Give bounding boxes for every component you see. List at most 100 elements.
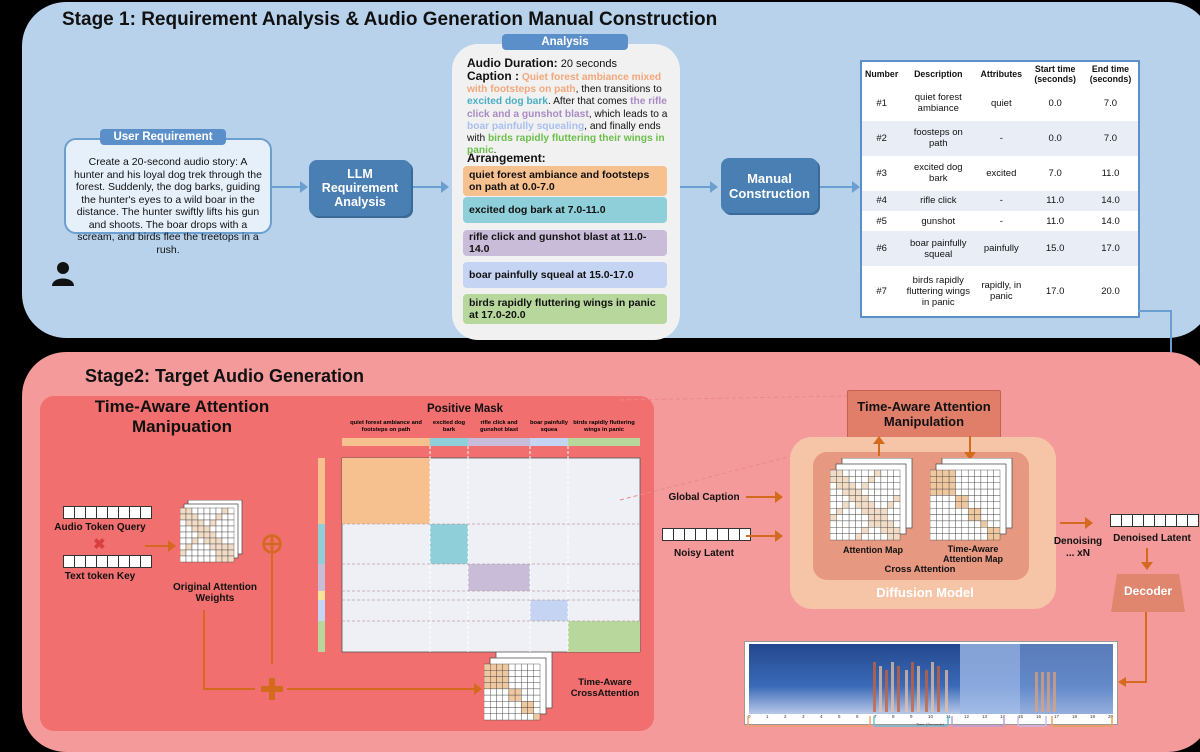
grid-cell — [962, 489, 968, 495]
grid-cell — [881, 521, 887, 527]
grid-cell — [521, 683, 527, 689]
grid-cell — [862, 508, 868, 514]
grid-cell — [521, 695, 527, 701]
grid-cell — [949, 515, 955, 521]
grid-cell — [836, 527, 842, 533]
grid-cell — [936, 521, 942, 527]
grid-cell — [496, 683, 502, 689]
grid-cell — [975, 476, 981, 482]
grid-cell — [484, 714, 490, 720]
grid-cell — [930, 515, 936, 521]
grid-cell — [987, 476, 993, 482]
plus-icon — [261, 678, 283, 700]
grid-cell — [515, 689, 521, 695]
user-icon — [50, 260, 76, 286]
table-cell: excited — [975, 156, 1027, 191]
grid-cell — [987, 470, 993, 476]
grid-cell — [509, 670, 515, 676]
grid-cell — [830, 489, 836, 495]
grid-cell — [994, 476, 1000, 482]
grid-cell — [862, 527, 868, 533]
grid-cell — [509, 664, 515, 670]
ta-attention-map-grid — [930, 458, 1016, 547]
grid-cell — [862, 489, 868, 495]
positive-mask-label: Positive Mask — [410, 403, 520, 415]
grid-cell — [210, 538, 216, 544]
grid-cell — [881, 489, 887, 495]
grid-cell — [222, 532, 228, 538]
grid-cell — [192, 526, 198, 532]
caption-part: boar painfully squealing — [467, 121, 584, 132]
grid-cell — [528, 683, 534, 689]
grid-cell — [849, 489, 855, 495]
grid-cell — [955, 534, 961, 540]
arrow-3 — [680, 186, 712, 188]
table-cell: painfully — [975, 231, 1027, 266]
grid-cell — [521, 701, 527, 707]
grid-cell — [228, 538, 234, 544]
table-cell: 7.0 — [1083, 86, 1138, 121]
grid-cell — [528, 689, 534, 695]
grid-cell — [981, 521, 987, 527]
grid-cell — [836, 489, 842, 495]
grid-cell — [216, 550, 222, 556]
grid-cell — [936, 502, 942, 508]
grid-cell — [496, 689, 502, 695]
grid-cell — [180, 532, 186, 538]
grid-cell — [955, 527, 961, 533]
grid-cell — [987, 502, 993, 508]
grid-cell — [943, 515, 949, 521]
table-header-cell: Number — [862, 62, 901, 86]
grid-cell — [868, 502, 874, 508]
grid-cell — [534, 664, 540, 670]
arrangement-item: quiet forest ambiance and footsteps on p… — [463, 166, 667, 196]
mask-row-bar — [318, 564, 325, 591]
oplus-icon — [262, 534, 282, 554]
ta-cross-attention-grid — [484, 652, 554, 727]
grid-cell — [875, 502, 881, 508]
grid-cell — [186, 550, 192, 556]
grid-cell — [862, 502, 868, 508]
grid-cell — [981, 483, 987, 489]
grid-cell — [216, 520, 222, 526]
grid-cell — [849, 483, 855, 489]
grid-cell — [868, 489, 874, 495]
spectrogram-region — [960, 644, 1020, 714]
grid-cell — [849, 476, 855, 482]
duration-value: 20 seconds — [561, 58, 617, 70]
grid-cell — [204, 508, 210, 514]
manual-construction-box: Manual Construction — [721, 158, 818, 213]
grid-cell — [981, 534, 987, 540]
grid-cell — [836, 515, 842, 521]
mask-block — [342, 458, 430, 524]
arrow-to-decoder-head — [1141, 562, 1153, 570]
spectrogram-burst — [891, 662, 894, 712]
table-cell: 20.0 — [1083, 266, 1138, 316]
spectrogram-burst — [873, 662, 876, 712]
grid-cell — [849, 521, 855, 527]
grid-cell — [875, 534, 881, 540]
grid-cell — [987, 521, 993, 527]
grid-cell — [210, 526, 216, 532]
grid-cell — [936, 476, 942, 482]
grid-cell — [949, 470, 955, 476]
grid-cell — [930, 521, 936, 527]
grid-cell — [981, 476, 987, 482]
grid-cell — [515, 676, 521, 682]
arrow-to-ta-cross-head — [474, 683, 482, 695]
grid-cell — [881, 483, 887, 489]
spectrogram-burst — [925, 670, 928, 712]
grid-cell — [887, 495, 893, 501]
grid-cell — [936, 508, 942, 514]
grid-cell — [192, 538, 198, 544]
grid-cell — [228, 520, 234, 526]
grid-cell — [894, 470, 900, 476]
grid-cell — [887, 534, 893, 540]
grid-cell — [490, 664, 496, 670]
grid-cell — [881, 534, 887, 540]
arrow-2 — [413, 186, 443, 188]
